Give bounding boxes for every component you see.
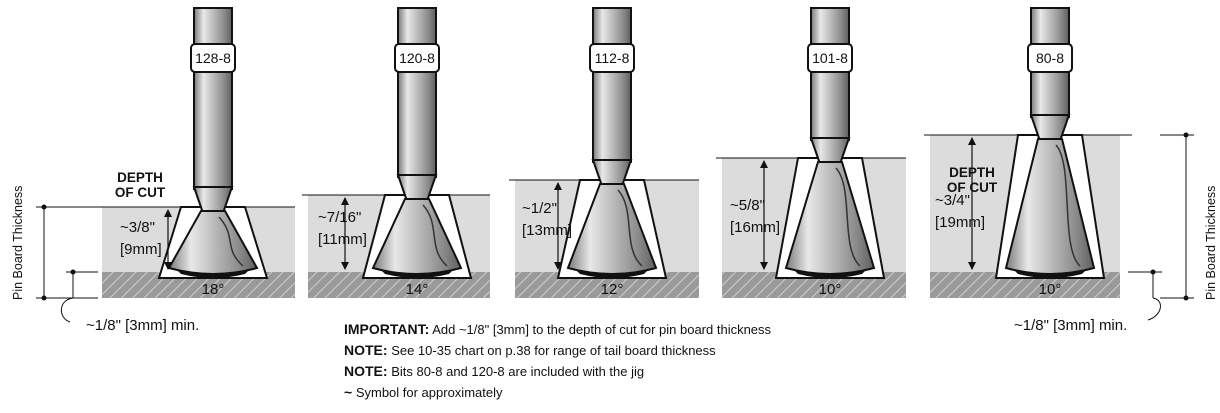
bit-shank	[592, 7, 632, 163]
cutter-base	[794, 270, 866, 278]
model-tag	[807, 43, 853, 73]
pin-board-thickness-label-right: Pin Board Thickness	[1204, 186, 1218, 300]
min-offset-label-left: ~1/8" [3mm] min.	[86, 317, 199, 334]
pin-board-dimension-left: Pin Board Thickness	[11, 186, 98, 323]
depth-metric: [11mm]	[318, 231, 367, 248]
depth-metric: [16mm]	[730, 219, 780, 236]
depth-fraction: ~5/8"	[730, 197, 765, 214]
model-tag	[394, 43, 440, 73]
bit-shank	[193, 7, 233, 190]
note-included-bits: NOTE: Bits 80-8 and 120-8 are included w…	[344, 361, 1044, 382]
important-note: IMPORTANT: Add ~1/8" [3mm] to the depth …	[344, 319, 1044, 340]
bit-cutter-head	[1004, 138, 1096, 275]
model-number: 112-8	[595, 50, 630, 66]
depth-fraction: ~7/16"	[318, 209, 361, 226]
note-approx-symbol: ~ Symbol for approximately	[344, 382, 1044, 403]
cutter-base	[576, 270, 648, 278]
important-text: Add ~1/8" [3mm] to the depth of cut for …	[432, 322, 772, 337]
angle-label: 18°	[202, 281, 225, 298]
model-number: 80-8	[1036, 50, 1064, 66]
pin-board-thickness-label-left: Pin Board Thickness	[11, 186, 25, 300]
angle-label: 14°	[406, 281, 429, 298]
important-label: IMPORTANT:	[344, 321, 430, 337]
depth-of-cut-label-2: OF CUT	[115, 185, 166, 200]
model-tag	[1027, 43, 1073, 73]
note-tail-board: NOTE: See 10-35 chart on p.38 for range …	[344, 340, 1044, 361]
angle-label: 10°	[819, 281, 842, 298]
note-label-1: NOTE:	[344, 342, 388, 358]
note-label-2: NOTE:	[344, 363, 388, 379]
model-number: 120-8	[399, 50, 435, 66]
note-text-1: See 10-35 chart on p.38 for range of tai…	[391, 343, 716, 358]
notes-block: IMPORTANT: Add ~1/8" [3mm] to the depth …	[344, 319, 1044, 403]
model-tag	[190, 43, 236, 73]
bit-cutter-head	[566, 183, 658, 275]
cutter-base	[1014, 270, 1086, 278]
depth-metric: [19mm]	[935, 214, 985, 231]
bit-panel-112-8: 112-8 12° ~1/2" [13mm]	[509, 7, 699, 298]
angle-label: 10°	[1039, 281, 1062, 298]
model-tag	[589, 43, 635, 73]
pin-board-dimension-right: Pin Board Thickness	[1128, 132, 1218, 321]
cutter-base	[381, 270, 453, 278]
min-offset-label-right: ~1/8" [3mm] min.	[1014, 317, 1127, 334]
depth-of-cut-label-2: OF CUT	[947, 180, 998, 195]
note-text-2: Bits 80-8 and 120-8 are included with th…	[391, 364, 645, 379]
model-number: 128-8	[195, 50, 231, 66]
cutter-base	[177, 270, 249, 278]
depth-of-cut-label: DEPTH	[117, 170, 163, 185]
depth-fraction: ~1/2"	[522, 200, 557, 217]
depth-fraction: ~3/4"	[935, 192, 970, 209]
bit-cutter-head	[167, 210, 259, 275]
bit-shank	[397, 7, 437, 178]
depth-of-cut-label: DEPTH	[949, 165, 995, 180]
angle-label: 12°	[601, 281, 624, 298]
bit-cutter-head	[784, 161, 876, 275]
model-number: 101-8	[812, 50, 848, 66]
symbol-text: Symbol for approximately	[355, 385, 503, 400]
depth-metric: [13mm]	[522, 222, 572, 239]
symbol-label: ~	[344, 384, 353, 400]
bit-shank	[810, 7, 850, 141]
depth-metric: [9mm]	[120, 241, 162, 258]
bit-panel-120-8: 120-8 14° ~7/16" [11mm]	[302, 7, 490, 298]
bit-panel-101-8: 101-8 10° ~5/8" [16mm]	[716, 7, 906, 298]
depth-fraction: ~3/8"	[120, 219, 155, 236]
